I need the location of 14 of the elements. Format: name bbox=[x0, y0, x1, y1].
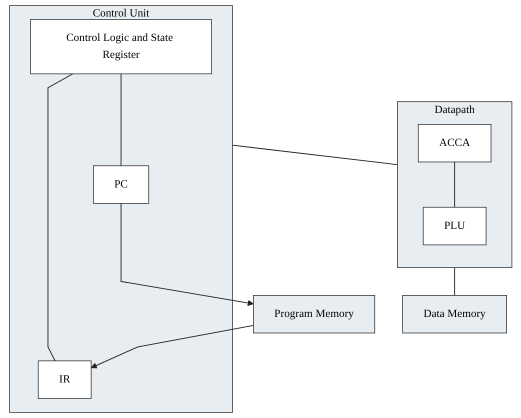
node-box: ACCA bbox=[418, 124, 492, 162]
arrow bbox=[120, 202, 254, 306]
connector bbox=[232, 144, 398, 166]
node-box: PLU bbox=[422, 206, 486, 246]
node-box: IR bbox=[38, 360, 92, 399]
arrow bbox=[90, 325, 254, 368]
node-box: Program Memory bbox=[252, 295, 375, 334]
connector bbox=[454, 162, 455, 208]
node-box: Data Memory bbox=[402, 295, 507, 334]
connector bbox=[47, 73, 73, 362]
connector bbox=[454, 267, 455, 296]
connector bbox=[120, 73, 122, 166]
node-box: PC bbox=[92, 165, 149, 204]
node-box: Control Logic and State Register bbox=[30, 19, 212, 74]
